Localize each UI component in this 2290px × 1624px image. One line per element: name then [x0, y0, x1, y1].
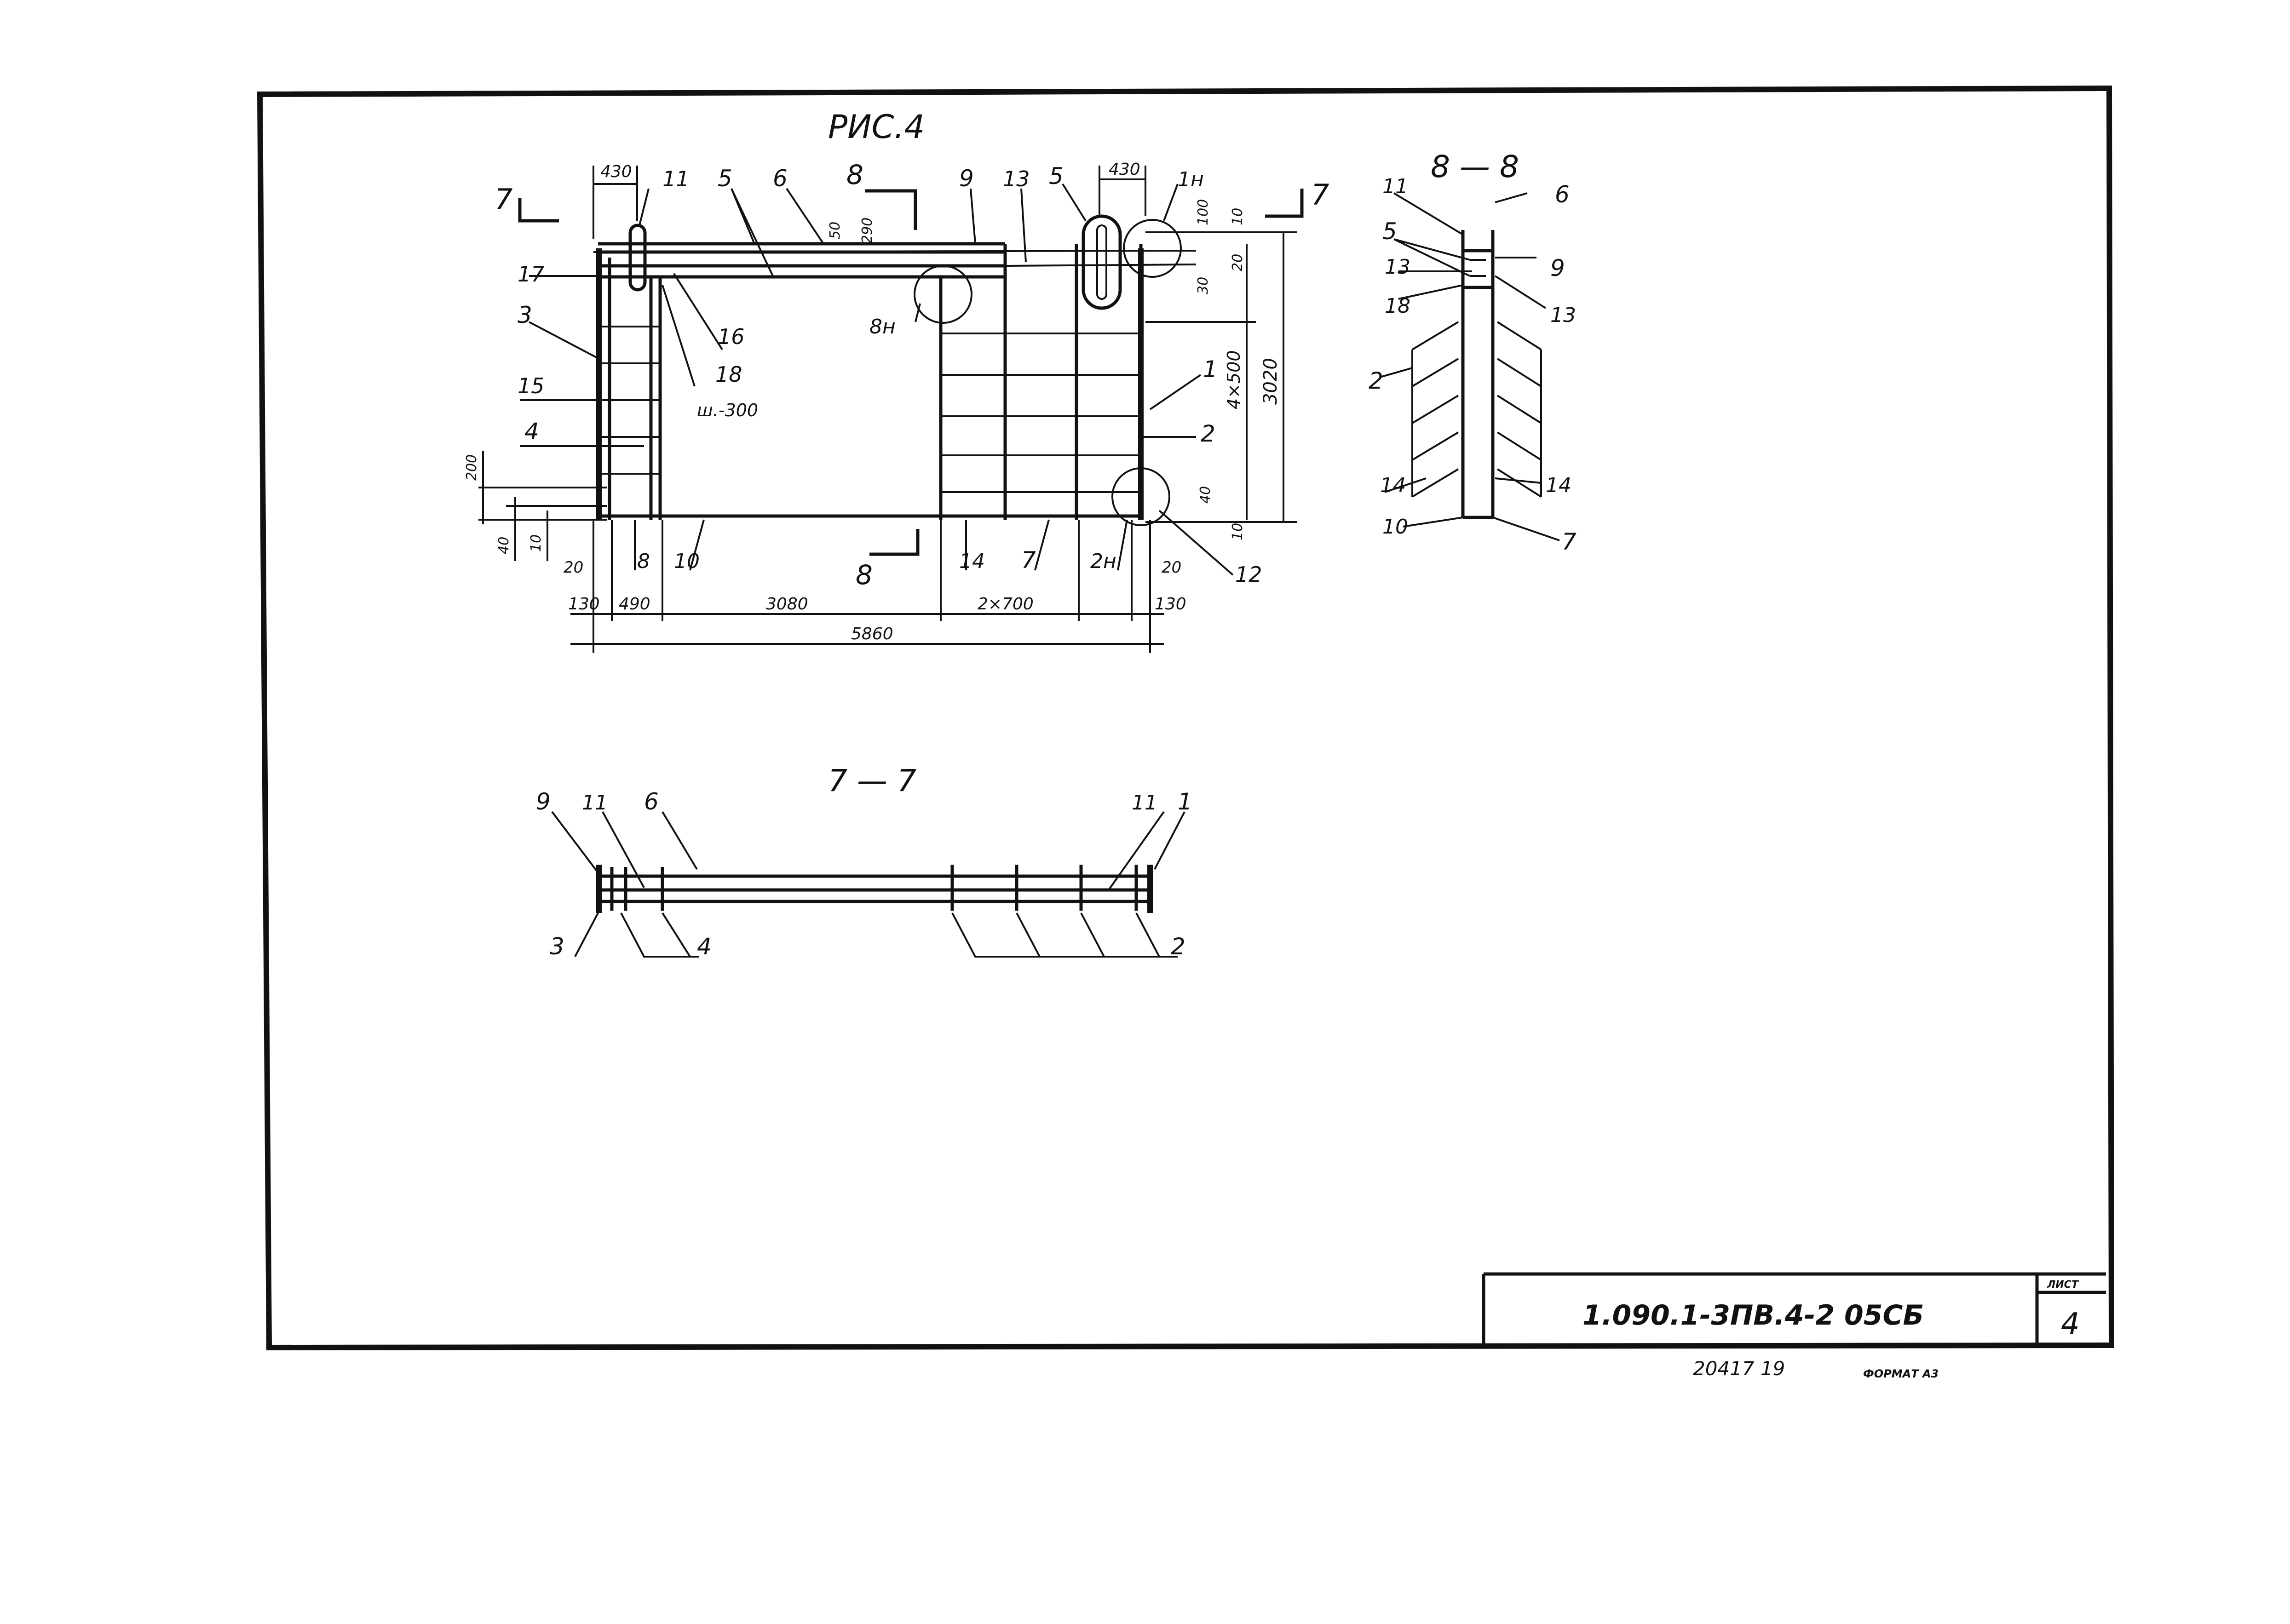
dim-20-left: 20: [564, 558, 583, 577]
section-mark-8-bottom: 8: [856, 559, 873, 591]
section-8-label-13-left: 13: [1385, 255, 1410, 279]
sheet-frame: [257, 85, 2115, 1351]
dim-430-right: 430: [1109, 160, 1140, 179]
footer: 20417 19 ФОРМАТ А3: [1693, 1357, 1939, 1380]
section-8-label-14-right: 14: [1546, 474, 1571, 497]
callout-14-bottom: 14: [959, 550, 985, 573]
dim-4x500: 4×500: [1224, 350, 1244, 409]
sheet-number: 4: [2061, 1307, 2080, 1341]
section-8-label-9: 9: [1550, 255, 1565, 281]
format-label: ФОРМАТ А3: [1863, 1367, 1939, 1380]
figure-title: РИС.4: [828, 108, 925, 146]
section-7-label-4: 4: [697, 933, 712, 960]
dim-200-left: 200: [464, 454, 480, 481]
dim-10-right: 10: [1230, 523, 1246, 540]
callout-11-top: 11: [662, 166, 690, 191]
callouts-inner: 16 18 ш.-300 8н: [662, 273, 921, 420]
dim-130-right: 130: [1155, 595, 1186, 614]
dim-10-left: 10: [528, 534, 544, 552]
dim-100: 100: [1195, 199, 1211, 225]
section-8-label-14-left: 14: [1380, 474, 1406, 497]
dim-130-left: 130: [568, 595, 600, 614]
section-7-label-11-left: 11: [582, 791, 608, 815]
callout-9-top: 9: [959, 165, 974, 192]
callout-7-bottom: 7: [1021, 547, 1036, 574]
callout-1n: 1н: [1178, 168, 1204, 191]
section-mark-7-left: 7: [495, 183, 512, 216]
inventory-number: 20417 19: [1693, 1357, 1785, 1380]
dim-2x700: 2×700: [978, 595, 1034, 614]
callout-12: 12: [1235, 562, 1262, 587]
dim-3080: 3080: [766, 595, 808, 614]
callout-15: 15: [518, 373, 545, 398]
callout-4: 4: [524, 418, 539, 445]
callout-18: 18: [715, 362, 742, 387]
callout-3: 3: [518, 302, 532, 328]
drawing-designation: 1.090.1-3ПВ.4-2 05СБ: [1582, 1299, 1924, 1331]
dim-20-top: 20: [1230, 254, 1246, 271]
section-7-7: 7 — 7 9 11 6 11 1 3 4 2: [536, 763, 1192, 960]
dim-430-left: 430: [600, 162, 632, 181]
callouts-left: 17 3 15 4: [518, 262, 644, 447]
dim-5860: 5860: [851, 625, 893, 643]
dim-10-top: 10: [1230, 208, 1246, 225]
callout-5-right: 5: [1049, 163, 1064, 189]
callout-5-top: 5: [718, 165, 732, 192]
title-block: 1.090.1-3ПВ.4-2 05СБ ЛИСТ 4: [1482, 1272, 2106, 1347]
section-8-label-7: 7: [1562, 528, 1577, 555]
section-7-7-title: 7 — 7: [828, 763, 916, 798]
section-7-label-9: 9: [536, 788, 551, 815]
callout-13-top: 13: [1003, 166, 1030, 191]
dim-30-top: 30: [1195, 277, 1211, 294]
callout-spacing-300: ш.-300: [697, 400, 758, 420]
section-7-label-1: 1: [1178, 788, 1192, 815]
section-mark-8-top: 8: [846, 159, 863, 190]
section-mark-7-right: 7: [1311, 178, 1329, 212]
right-block: [914, 214, 1182, 526]
bottom-dimensions: 130 490 3080 2×700 20 130 5860: [568, 520, 1186, 653]
section-8-label-6: 6: [1555, 181, 1570, 208]
section-8-label-2: 2: [1369, 367, 1383, 394]
section-7-label-11-right: 11: [1132, 791, 1157, 815]
callout-16: 16: [718, 324, 745, 349]
callout-17: 17: [518, 262, 545, 287]
dim-20-right: 20: [1162, 558, 1181, 577]
section-8-label-10: 10: [1382, 515, 1408, 539]
callout-2n: 2н: [1090, 550, 1116, 573]
section-marks: 7 7 8 8: [495, 159, 1329, 591]
section-8-8-title: 8 — 8: [1431, 149, 1519, 184]
right-dimensions: 4×500 3020 40 10: [1145, 231, 1297, 540]
main-view: РИС.4: [464, 108, 1329, 653]
left-dimensions: 200 40 10 20: [464, 451, 607, 577]
callout-8n: 8н: [869, 315, 896, 339]
section-8-label-18: 18: [1385, 294, 1410, 318]
dim-290: 290: [859, 218, 875, 244]
callout-1-right: 1: [1203, 356, 1218, 383]
callouts-bottom: 8 10 14 7 2н 12: [634, 510, 1262, 587]
top-dimensions: 430 430 50 290 100 10 20 30: [593, 160, 1246, 294]
dim-50: 50: [827, 222, 843, 239]
section-7-label-6: 6: [644, 788, 659, 815]
callout-2-right: 2: [1201, 420, 1215, 447]
section-8-8: 8 — 8 11 5 13 18 2 14 10 6 9 13 14 7: [1369, 149, 1577, 555]
callout-8-bottom: 8: [637, 550, 650, 573]
section-7-label-3: 3: [550, 933, 564, 960]
callout-6-top: 6: [773, 165, 788, 192]
section-8-label-11: 11: [1382, 175, 1408, 198]
section-8-label-5: 5: [1382, 218, 1397, 245]
section-7-label-2: 2: [1171, 933, 1185, 960]
sheet-label: ЛИСТ: [2047, 1279, 2079, 1291]
callouts-top: 11 5 6 9 13 5 1н: [639, 163, 1204, 276]
dim-490: 490: [619, 595, 650, 614]
callout-10-bottom: 10: [674, 550, 700, 573]
section-8-label-13-right: 13: [1550, 304, 1576, 327]
dim-40-left: 40: [496, 537, 512, 554]
callouts-right: 1 2: [1141, 356, 1218, 447]
dim-3020: 3020: [1260, 358, 1281, 405]
dim-40-right: 40: [1197, 486, 1214, 504]
